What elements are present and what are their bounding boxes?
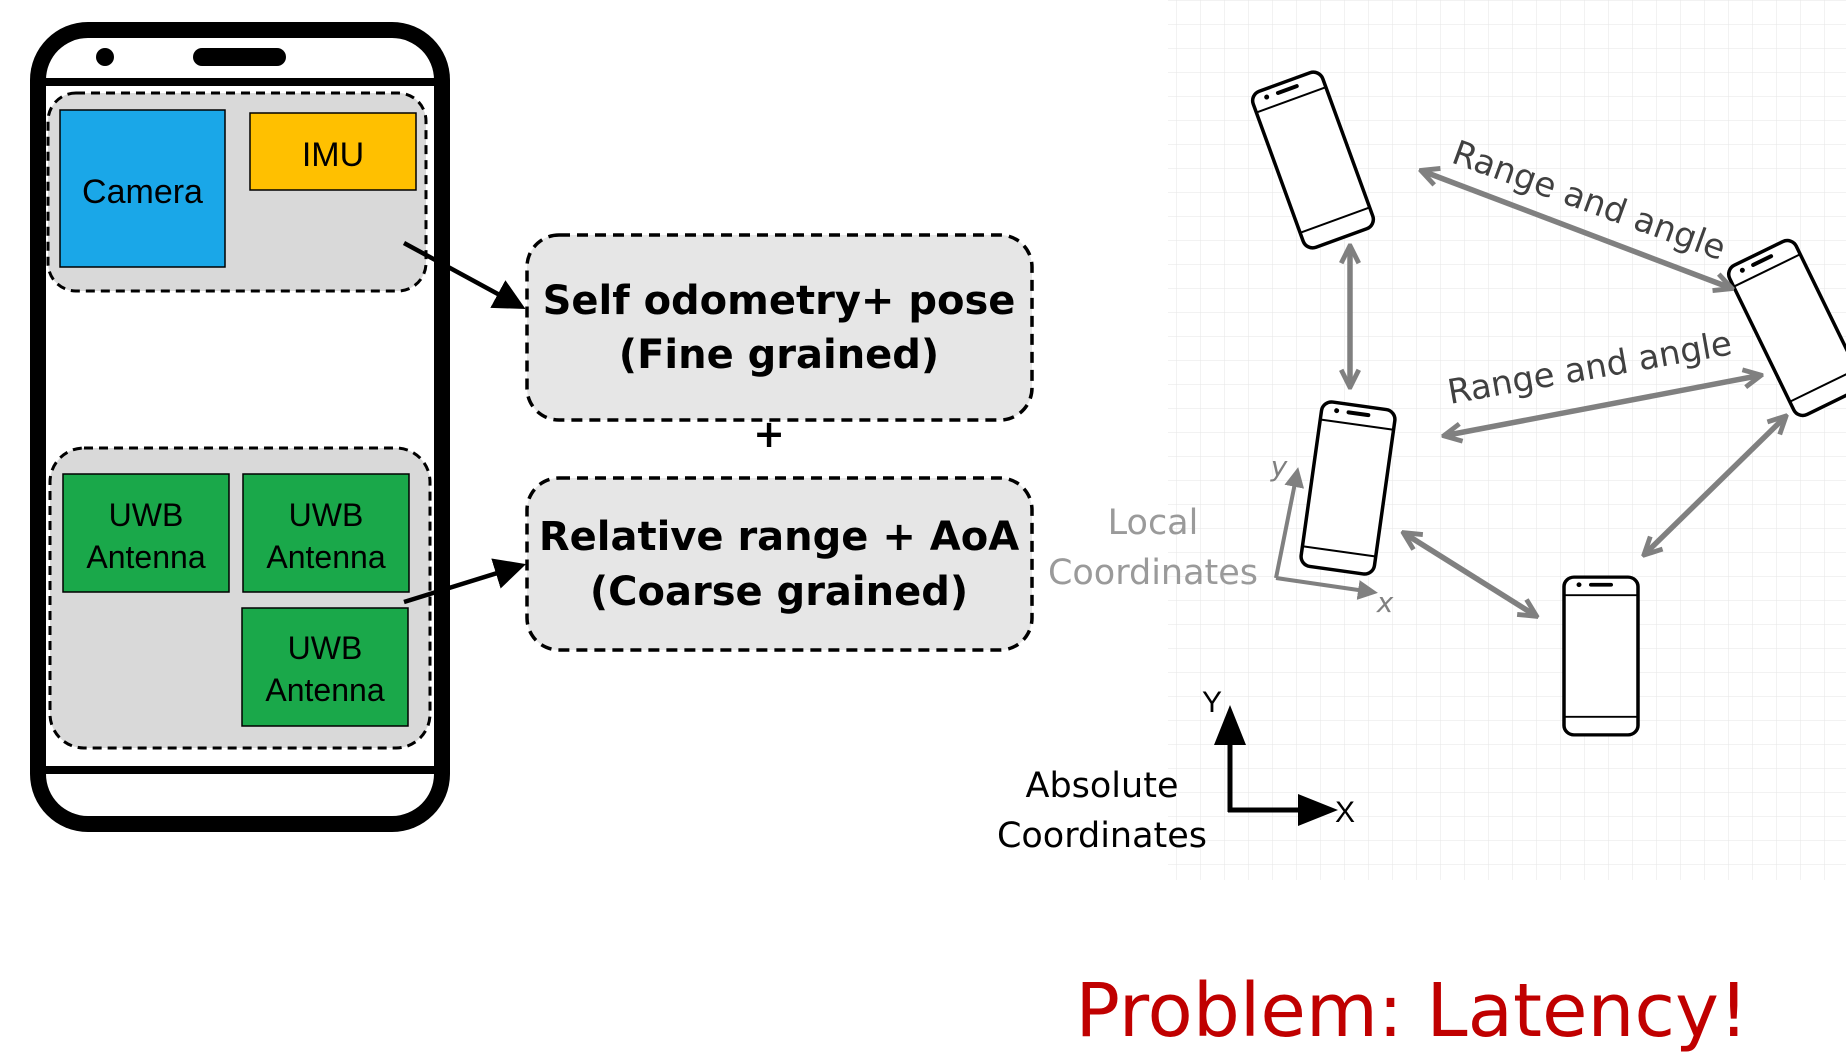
uwb-antenna-2-line2: Antenna — [266, 539, 385, 575]
range-title: Relative range + AoA — [539, 514, 1019, 560]
sensor-to-odometry-arrow — [402, 241, 526, 310]
uwb-antenna-3-line1: UWB — [288, 630, 363, 666]
uwb-antenna-2-line1: UWB — [289, 497, 364, 533]
range-arrow-lower — [1407, 535, 1533, 614]
uwb-to-range-arrow — [403, 558, 527, 605]
local-y-label: y — [1270, 450, 1288, 483]
range-subtitle: (Coarse grained) — [590, 569, 968, 615]
local-coordinates-line2: Coordinates — [1048, 553, 1258, 593]
range-arrow-middle — [1448, 376, 1757, 435]
uwb-antenna-3 — [241, 607, 409, 727]
uwb-antenna-1-line2: Antenna — [86, 539, 205, 575]
uwb-antenna-1-line1: UWB — [109, 497, 184, 533]
imu-label: IMU — [302, 136, 364, 174]
plus-sign: + — [753, 412, 785, 456]
absolute-x-label: X — [1335, 796, 1355, 829]
local-x-label: x — [1376, 586, 1394, 619]
range-arrow-top — [1425, 172, 1728, 287]
range-box: Relative range + AoA (Coarse grained) — [525, 476, 1034, 652]
phone-speaker-slot — [193, 48, 286, 66]
odometry-title: Self odometry+ pose — [543, 278, 1016, 324]
camera-block — [59, 109, 226, 268]
odometry-subtitle: (Fine grained) — [619, 332, 939, 378]
imu-block — [249, 112, 417, 191]
local-coordinates-line1: Local — [1108, 503, 1199, 543]
problem-statement: Problem: Latency! — [1075, 968, 1748, 1054]
uwb-antenna-2 — [242, 473, 410, 593]
phone-front-camera-dot — [96, 48, 114, 66]
phone-top-bezel-line — [46, 78, 434, 86]
absolute-coordinates-line1: Absolute — [1026, 766, 1179, 806]
range-arrow-right — [1647, 419, 1783, 552]
uwb-antenna-1 — [62, 473, 230, 593]
uwb-antenna-3-line2: Antenna — [265, 672, 384, 708]
phone-bottom-bezel-line — [46, 766, 434, 774]
camera-label: Camera — [82, 173, 203, 211]
odometry-box: Self odometry+ pose (Fine grained) — [525, 233, 1034, 422]
large-phone: Camera IMU UWB Antenna UWB Antenna UWB A… — [30, 22, 450, 832]
absolute-coordinates-line2: Coordinates — [997, 816, 1207, 856]
local-y-axis — [1274, 467, 1305, 579]
absolute-y-label: Y — [1202, 686, 1222, 719]
local-x-axis — [1275, 576, 1378, 600]
phone-icon-bottom — [1562, 575, 1640, 737]
